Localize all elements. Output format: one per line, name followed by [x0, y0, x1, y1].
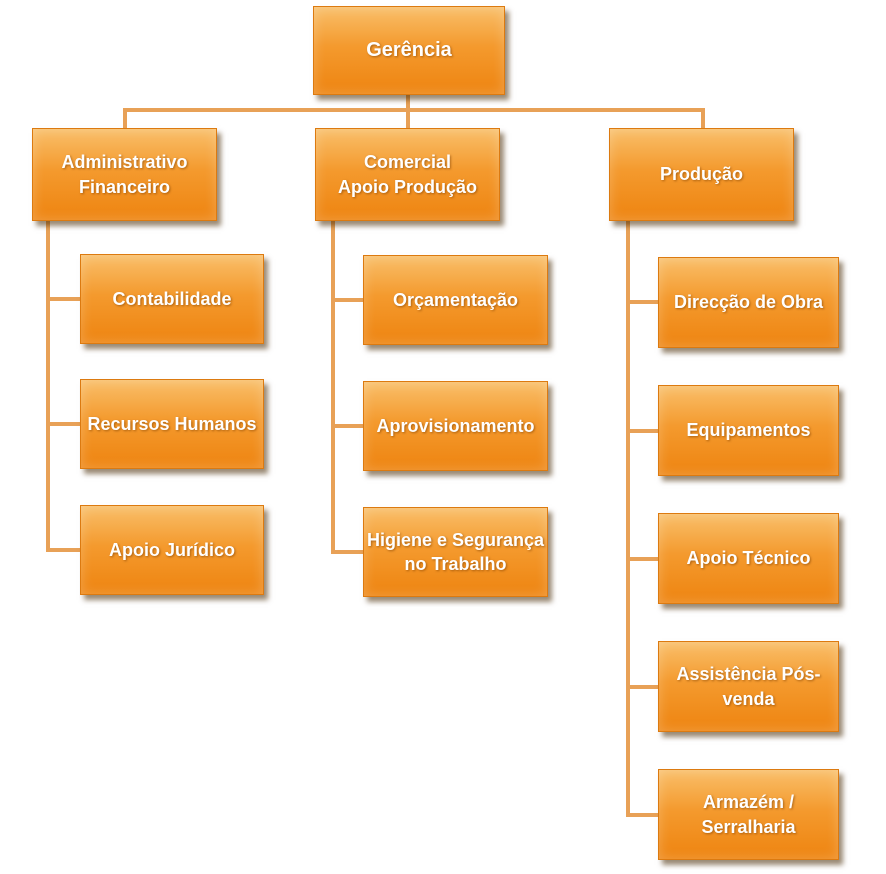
org-node-higiene-seguranca: Higiene e Segurança no Trabalho — [363, 507, 548, 597]
org-node-recursos-humanos: Recursos Humanos — [80, 379, 264, 469]
org-node-orcamentacao: Orçamentação — [363, 255, 548, 345]
org-node-producao: Produção — [609, 128, 794, 221]
org-node-gerencia: Gerência — [313, 6, 505, 95]
org-node-apoio-juridico: Apoio Jurídico — [80, 505, 264, 595]
org-node-direccao-de-obra: Direcção de Obra — [658, 257, 839, 348]
org-node-armazem-serralharia: Armazém / Serralharia — [658, 769, 839, 860]
org-node-assistencia-pos-venda: Assistência Pós- venda — [658, 641, 839, 732]
org-node-administrativo-financeiro: Administrativo Financeiro — [32, 128, 217, 221]
org-node-equipamentos: Equipamentos — [658, 385, 839, 476]
org-node-comercial-apoio-producao: Comercial Apoio Produção — [315, 128, 500, 221]
org-node-contabilidade: Contabilidade — [80, 254, 264, 344]
org-node-apoio-tecnico: Apoio Técnico — [658, 513, 839, 604]
org-node-aprovisionamento: Aprovisionamento — [363, 381, 548, 471]
